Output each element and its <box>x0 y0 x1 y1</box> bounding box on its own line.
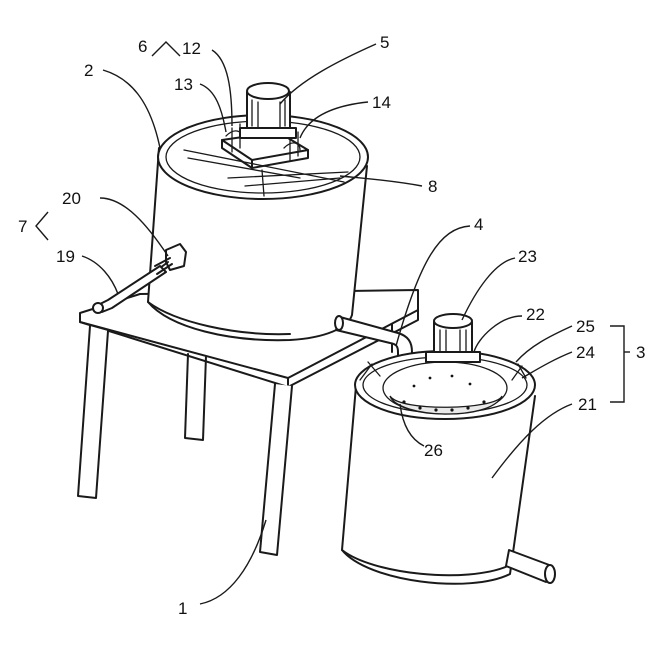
callout-13: 13 <box>174 75 193 94</box>
callout-24: 24 <box>576 343 595 362</box>
callout-8: 8 <box>428 177 437 196</box>
callout-5: 5 <box>380 33 389 52</box>
callout-23: 23 <box>518 247 537 266</box>
callout-12: 12 <box>182 39 201 58</box>
callout-labels: 1 2 3 4 5 6 7 8 12 13 14 19 20 21 22 23 … <box>18 33 645 618</box>
leader-lines <box>35 41 630 605</box>
callout-25: 25 <box>576 317 595 336</box>
mixing-tank <box>147 82 369 342</box>
filter-tank <box>341 313 556 585</box>
callout-6: 6 <box>138 37 147 56</box>
callout-4: 4 <box>474 215 483 234</box>
callout-26: 26 <box>424 441 443 460</box>
callout-3: 3 <box>636 343 645 362</box>
callout-19: 19 <box>56 247 75 266</box>
callout-14: 14 <box>372 93 391 112</box>
callout-2: 2 <box>84 61 93 80</box>
callout-1: 1 <box>178 599 187 618</box>
callout-20: 20 <box>62 189 81 208</box>
callout-22: 22 <box>526 305 545 324</box>
callout-7: 7 <box>18 217 27 236</box>
callout-21: 21 <box>578 395 597 414</box>
transfer-pipe <box>334 315 413 367</box>
linear-actuator <box>92 257 173 314</box>
